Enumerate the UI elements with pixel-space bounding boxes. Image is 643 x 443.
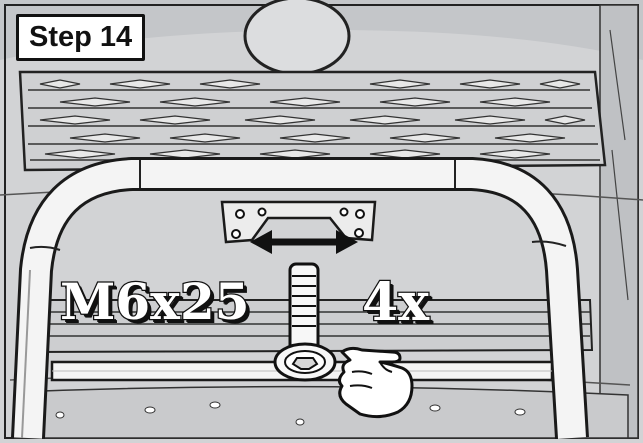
quantity-label: 4x bbox=[361, 271, 431, 335]
double-arrow-icon bbox=[250, 230, 358, 254]
mounting-bracket bbox=[220, 200, 377, 244]
grille bbox=[18, 70, 607, 172]
bolt-icon bbox=[273, 262, 337, 382]
step-label: Step 14 bbox=[16, 14, 146, 61]
pointing-hand-icon bbox=[337, 346, 414, 419]
bolt-size-label: M6x25 bbox=[59, 271, 251, 333]
